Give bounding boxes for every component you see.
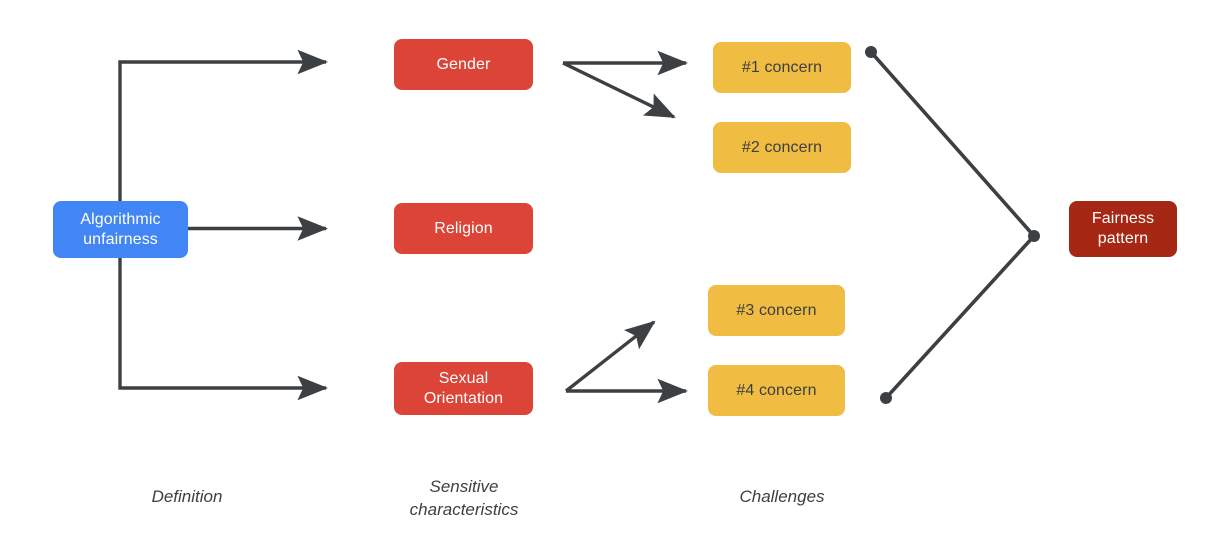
node-concern-1-label: #1 concern <box>741 58 823 76</box>
node-concern-3-label: #3 concern <box>736 301 817 319</box>
dot-bottom-icon <box>880 392 892 404</box>
node-religion-label: Religion <box>434 219 493 237</box>
node-concern-4-label: #4 concern <box>736 381 817 399</box>
edge-concern-1-to-pattern <box>869 50 1036 238</box>
column-label-definition: Definition <box>151 487 223 506</box>
node-algorithmic-unfairness-label: Algorithmic unfairness <box>80 210 161 248</box>
edge-sexual-orientation-to-concern-3 <box>564 320 656 393</box>
dot-vertex-icon <box>1028 230 1040 242</box>
node-algorithmic-unfairness[interactable]: Algorithmic unfairness <box>53 201 188 258</box>
node-concern-3[interactable]: #3 concern <box>708 285 845 336</box>
edge-gender-to-concern-2 <box>562 61 676 119</box>
node-sexual-orientation[interactable]: Sexual Orientation <box>394 362 533 415</box>
node-concern-1[interactable]: #1 concern <box>713 42 851 93</box>
node-concern-2-label: #2 concern <box>741 138 823 156</box>
node-fairness-pattern-label: Fairness pattern <box>1091 210 1155 247</box>
edge-concern-4-to-pattern <box>884 234 1036 400</box>
node-concern-4[interactable]: #4 concern <box>708 365 845 416</box>
node-religion[interactable]: Religion <box>394 203 533 254</box>
column-label-challenges: Challenges <box>739 487 825 506</box>
node-fairness-pattern[interactable]: Fairness pattern <box>1069 201 1177 257</box>
node-concern-2[interactable]: #2 concern <box>713 122 851 173</box>
dot-top-icon <box>865 46 877 58</box>
column-label-sensitive-characteristics: Sensitive characteristics <box>409 477 519 519</box>
node-gender-label: Gender <box>436 55 491 73</box>
node-gender[interactable]: Gender <box>394 39 533 90</box>
node-sexual-orientation-label: Sexual Orientation <box>423 369 504 407</box>
